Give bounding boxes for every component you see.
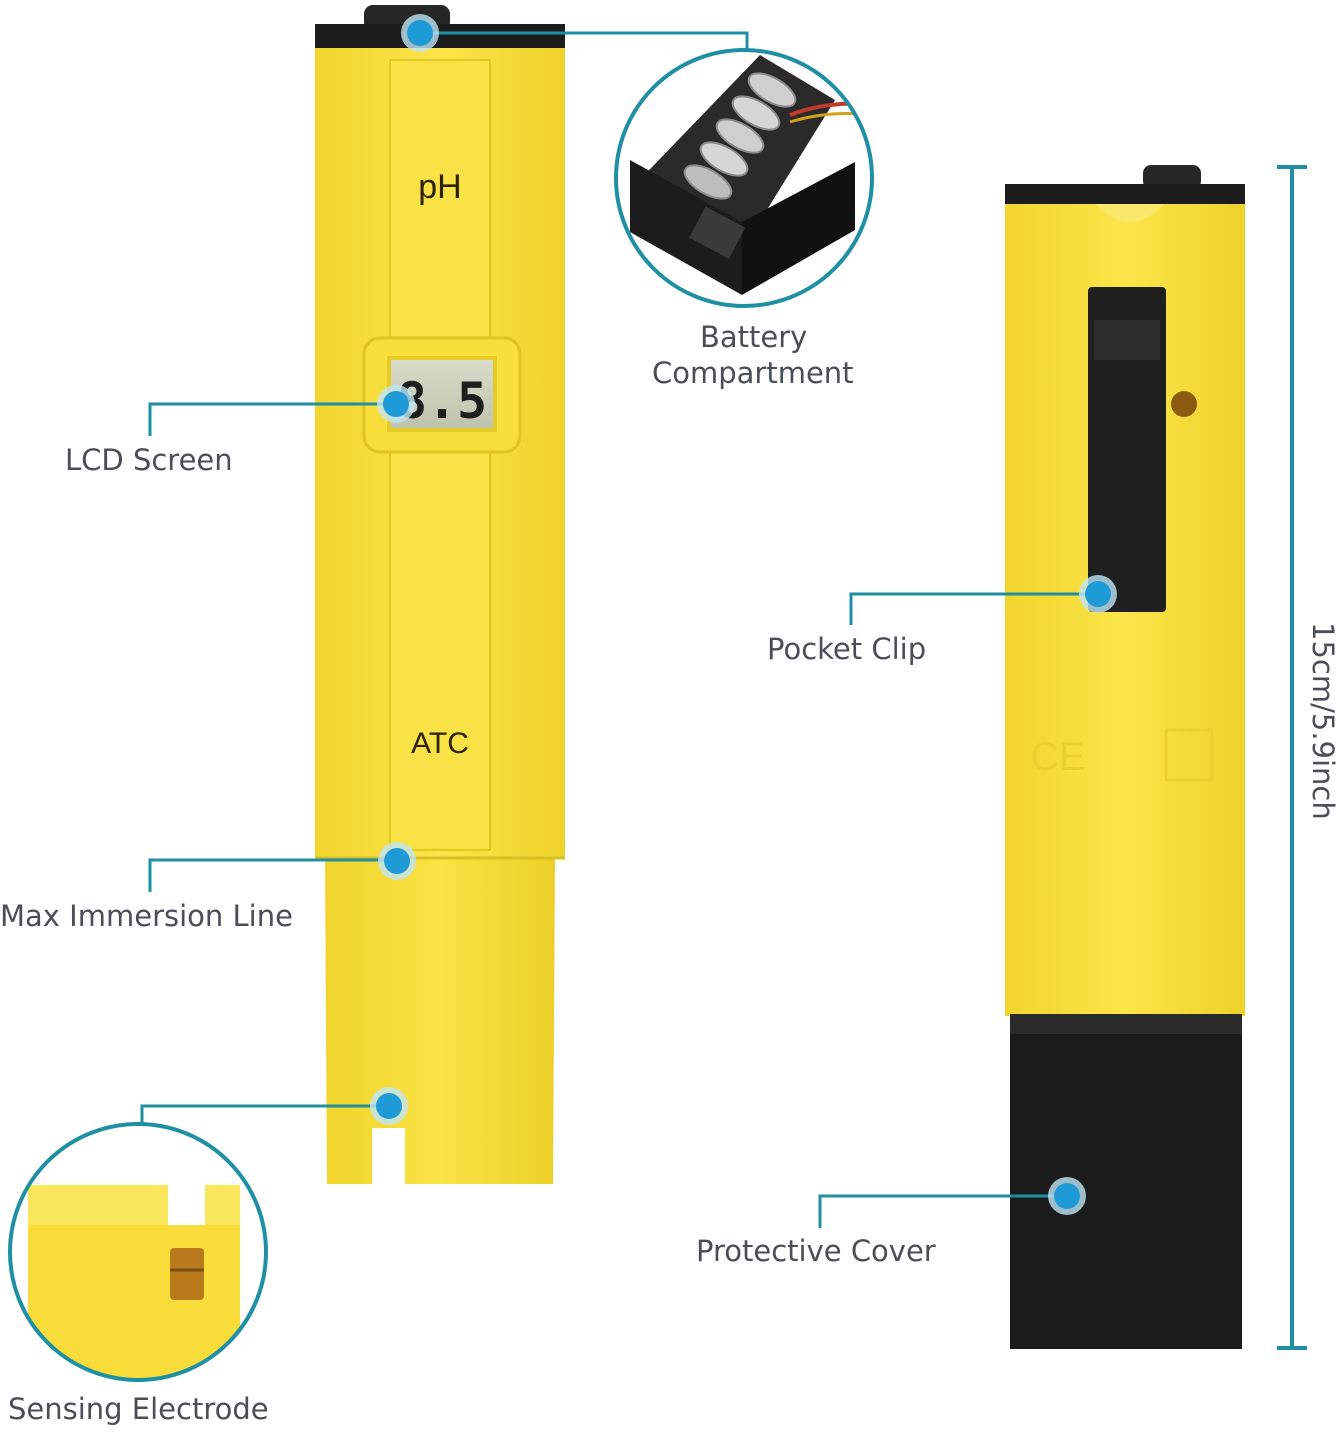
sensing-glass	[170, 1248, 204, 1300]
leader-cover	[818, 1194, 1066, 1228]
pocket-clip	[1088, 287, 1166, 612]
battery-inset-ring	[614, 48, 874, 308]
label-battery-line1: Battery	[700, 320, 808, 354]
label-protective-cover: Protective Cover	[696, 1234, 936, 1268]
dot-battery	[407, 20, 433, 46]
label-pocket-clip: Pocket Clip	[767, 632, 927, 666]
meter-probe	[325, 858, 555, 1184]
callout-dots	[370, 14, 1117, 1215]
dot-electrode	[376, 1093, 402, 1119]
leader-clip	[849, 592, 1097, 625]
label-lcd-screen: LCD Screen	[65, 443, 233, 477]
button-cells	[683, 72, 797, 200]
electrode-tip	[28, 1185, 240, 1380]
label-battery-line2: Compartment	[652, 356, 854, 390]
meter-front-view: pH 8.5 ATC	[315, 5, 565, 1184]
length-dimension: 15cm/5.9inch	[1277, 165, 1340, 1350]
meter-mode-label: ATC	[411, 727, 469, 760]
back-top-cap	[1005, 184, 1245, 206]
dot-cover	[1054, 1183, 1080, 1209]
dot-lcd	[383, 391, 409, 417]
calibration-screw	[1171, 391, 1197, 417]
back-knob	[1143, 165, 1201, 189]
label-max-immersion: Max Immersion Line	[0, 899, 293, 933]
meter-center-strip	[389, 59, 491, 851]
leader-immersion	[148, 858, 395, 892]
electrode-inset-ring	[8, 1122, 268, 1382]
meter-back-view: CE	[1005, 165, 1245, 1349]
label-sensing-electrode: Sensing Electrode	[8, 1392, 269, 1426]
dot-clip	[1085, 581, 1111, 607]
leader-electrode	[140, 1104, 388, 1124]
meter-top-cap	[315, 24, 565, 50]
leader-battery	[420, 31, 749, 50]
molded-mark: CE	[1030, 735, 1086, 779]
dot-immersion	[384, 848, 410, 874]
battery-inset	[614, 48, 874, 308]
meter-brand-label: pH	[418, 168, 461, 206]
electrode-inset	[8, 1122, 268, 1382]
leader-lcd	[148, 402, 395, 436]
leader-lines	[140, 31, 1097, 1228]
protective-cover	[1010, 1014, 1242, 1349]
dimension-label: 15cm/5.9inch	[1306, 622, 1340, 820]
